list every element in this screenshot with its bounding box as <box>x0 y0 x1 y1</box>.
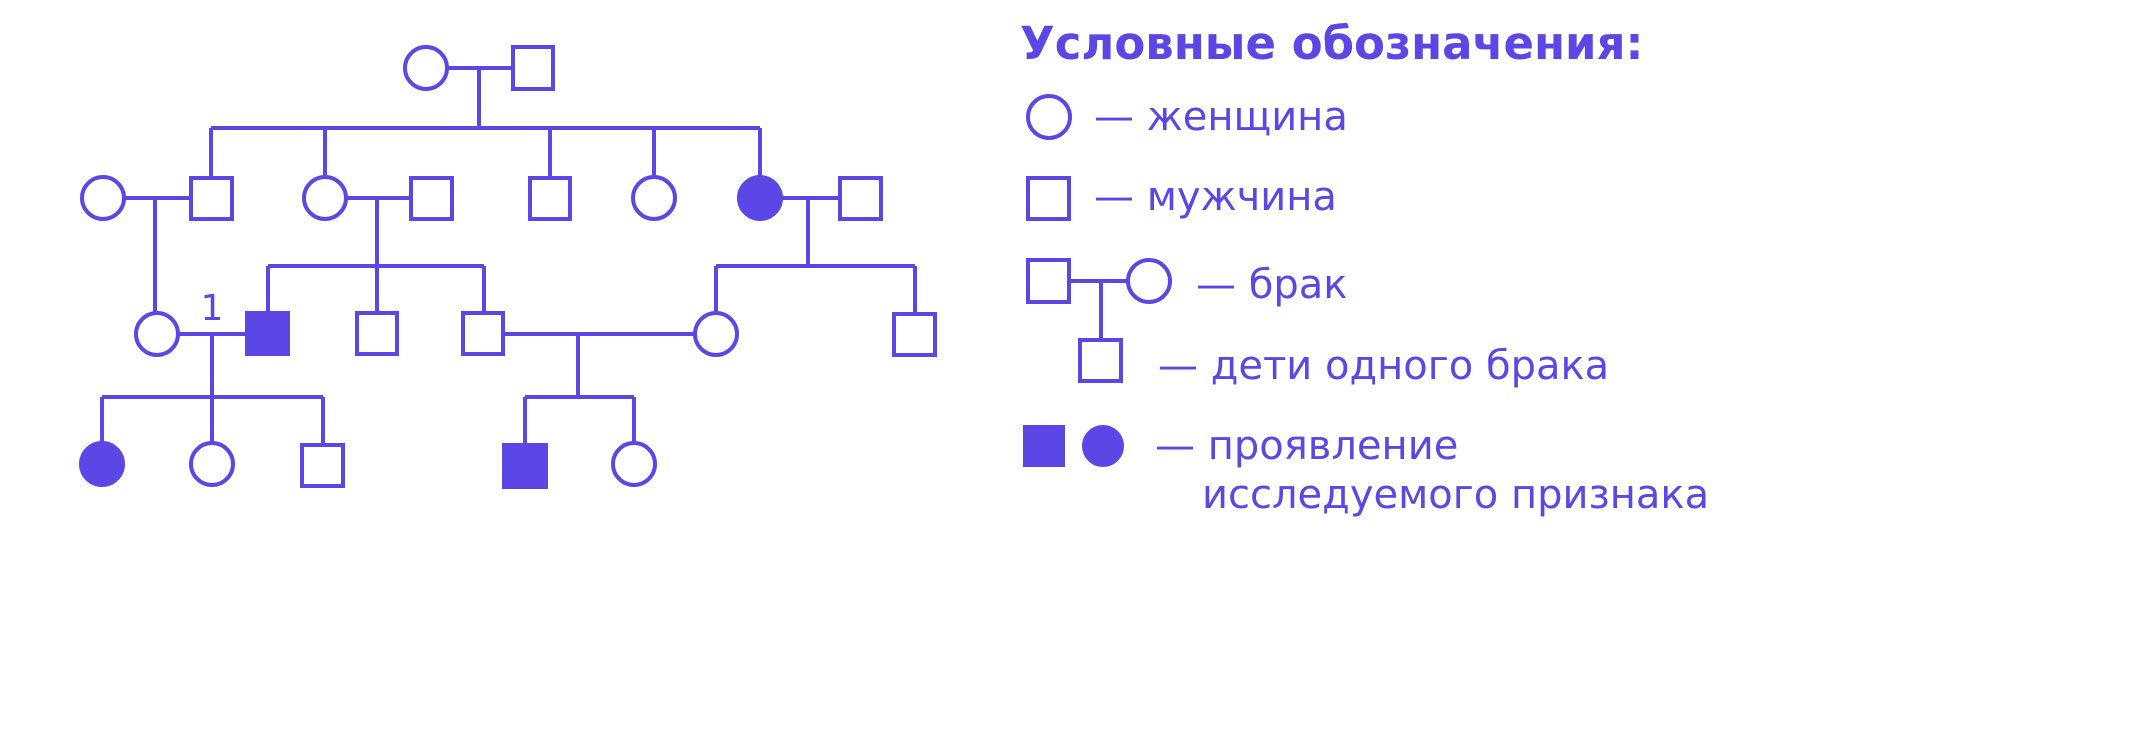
legend-affected-female-symbol <box>1082 425 1124 467</box>
legend-man-label: — мужчина <box>1094 174 1337 220</box>
legend-trait-label: — проявление <box>1155 423 1458 469</box>
legend-male-symbol <box>1026 176 1071 221</box>
legend-female-symbol <box>1026 94 1072 140</box>
affected-male-symbol <box>502 443 548 489</box>
female-symbol <box>189 441 235 487</box>
affected-male-symbol <box>245 311 290 356</box>
legend: Условные обозначения: — женщина — мужчин… <box>1020 17 1709 518</box>
male-symbol <box>461 311 505 356</box>
legend-trait-label-continued: исследуемого признака <box>1202 472 1709 518</box>
female-symbol <box>80 175 126 221</box>
male-symbol <box>409 176 454 221</box>
legend-marriage-female-symbol <box>1126 258 1172 304</box>
male-symbol <box>528 176 572 221</box>
female-symbol <box>611 441 657 487</box>
female-symbol <box>693 311 739 357</box>
legend-child-symbol <box>1078 338 1123 383</box>
female-symbol <box>631 175 677 221</box>
legend-woman-label: — женщина <box>1094 94 1348 140</box>
legend-marriage-male-symbol <box>1026 258 1071 304</box>
male-symbol <box>838 176 883 221</box>
female-symbol <box>134 311 180 357</box>
pedigree-lines <box>100 66 917 445</box>
legend-marriage-label: — брак <box>1196 262 1347 308</box>
male-symbol <box>300 443 345 488</box>
pedigree-individuals <box>79 45 937 489</box>
male-symbol <box>189 176 234 221</box>
legend-children-label: — дети одного брака <box>1158 343 1609 389</box>
marriage-number-label: 1 <box>201 288 224 329</box>
affected-female-symbol <box>737 175 783 221</box>
female-symbol <box>403 45 449 91</box>
legend-affected-male-symbol <box>1023 425 1065 467</box>
female-symbol <box>302 175 348 221</box>
legend-title: Условные обозначения: <box>1020 17 1643 70</box>
male-symbol <box>511 45 555 91</box>
male-symbol <box>892 312 937 357</box>
male-symbol <box>355 311 399 356</box>
affected-female-symbol <box>79 441 125 487</box>
